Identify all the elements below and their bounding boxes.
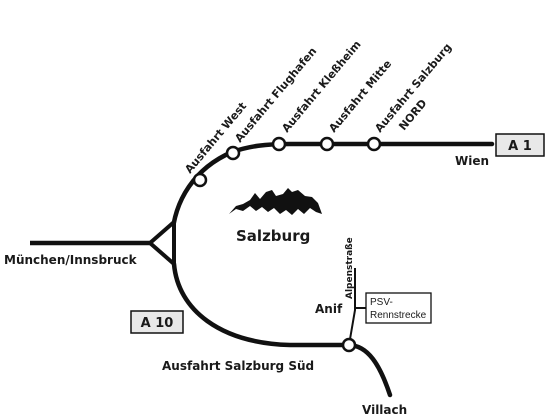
exit-sued-marker [341, 337, 357, 353]
exit-klessheim-label: Ausfahrt Kleßheim [279, 38, 363, 135]
anif-label: Anif [315, 302, 343, 316]
exit-flughafen-marker [225, 145, 241, 161]
alpenstrasse-label: Alpenstraße [345, 237, 355, 299]
psv-rennstrecke-box: PSV- Rennstrecke [365, 292, 432, 324]
exit-west-marker [192, 172, 208, 188]
exit-mitte-marker [319, 136, 335, 152]
a1-shield: A 1 [495, 133, 545, 157]
alpenstrasse-road [348, 268, 356, 346]
salzburg-city-label: Salzburg [236, 227, 310, 245]
exit-klessheim-marker [271, 136, 287, 152]
a10-shield-label: A 10 [141, 316, 174, 331]
exit-sued-label: Ausfahrt Salzburg Süd [162, 359, 314, 373]
a1-motorway-line [169, 141, 495, 241]
a1-shield-label: A 1 [508, 139, 532, 154]
psv-label-line1: PSV- [370, 297, 393, 308]
muenchen-innsbruck-label: München/Innsbruck [4, 253, 138, 267]
exit-nord-marker [366, 136, 382, 152]
salzburg-skyline-icon [229, 188, 322, 215]
a10-motorway-line [171, 261, 393, 398]
a10-shield: A 10 [130, 310, 184, 334]
psv-label-line2: Rennstrecke [370, 310, 427, 321]
wien-label: Wien [455, 154, 489, 168]
villach-label: Villach [362, 403, 407, 417]
junction-triangle [146, 217, 176, 269]
